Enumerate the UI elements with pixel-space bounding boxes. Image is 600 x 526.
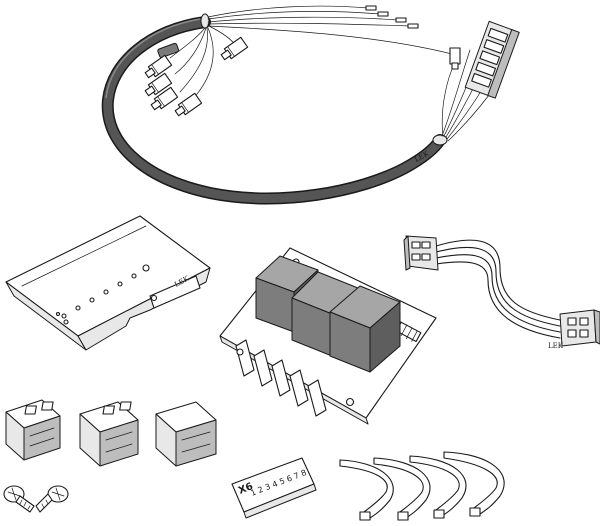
terminal-number-3: 3 (264, 482, 272, 492)
terminal-number-1: 1 (249, 488, 257, 498)
harness-multipin-connector (464, 20, 520, 99)
terminal-strip-title: X6 (237, 481, 255, 497)
cable-tie-2 (373, 457, 431, 521)
terminal-number-6: 6 (285, 474, 293, 484)
mounting-bracket: LEK (5, 215, 211, 351)
ribbon-cable: LEK (403, 235, 600, 350)
ribbon-cable-right-connector (559, 309, 600, 347)
relay-3 (329, 285, 401, 373)
terminal-number-2: 2 (257, 485, 265, 495)
terminal-number-8: 8 (300, 468, 308, 478)
relay-board (219, 247, 437, 425)
screw-2 (35, 485, 69, 513)
wiring-harness: LEK (101, 5, 520, 205)
terminal-number-5: 5 (278, 476, 286, 486)
cable-brand-label: LEK (548, 342, 564, 350)
cable-tie-3 (409, 455, 467, 519)
screw-1 (3, 485, 35, 513)
cable-tie-4 (443, 451, 505, 517)
terminal-connector-3 (102, 401, 217, 467)
terminal-number-7: 7 (293, 471, 301, 481)
cable-tie-1 (339, 459, 394, 521)
ribbon-cable-left-connector (403, 235, 439, 271)
terminal-number-4: 4 (271, 479, 279, 489)
